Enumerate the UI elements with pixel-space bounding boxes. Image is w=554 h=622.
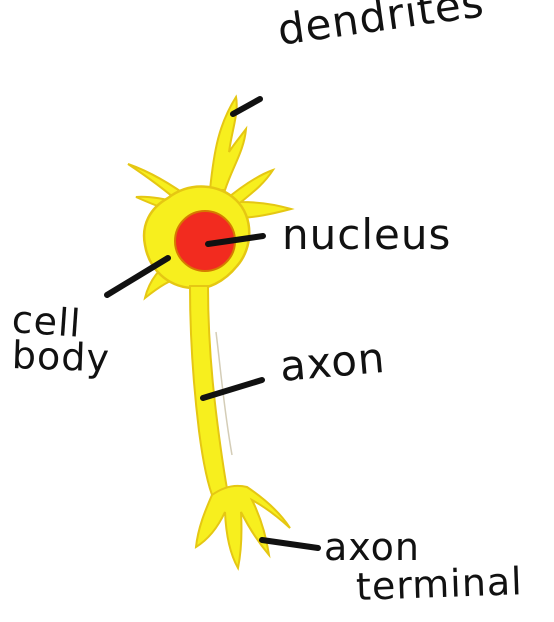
nucleus-label: nucleus <box>282 214 451 256</box>
axon-terminal-pointer <box>262 540 318 548</box>
axon-label: axon <box>278 337 387 388</box>
neuron-illustration <box>128 97 291 568</box>
axon-terminal-label-line-2: terminal <box>355 562 523 606</box>
axon-terminal-label-line-1: axon <box>324 528 420 566</box>
cell-body-label-line-2: body <box>11 336 110 377</box>
axon-terminal-shape <box>196 486 290 568</box>
